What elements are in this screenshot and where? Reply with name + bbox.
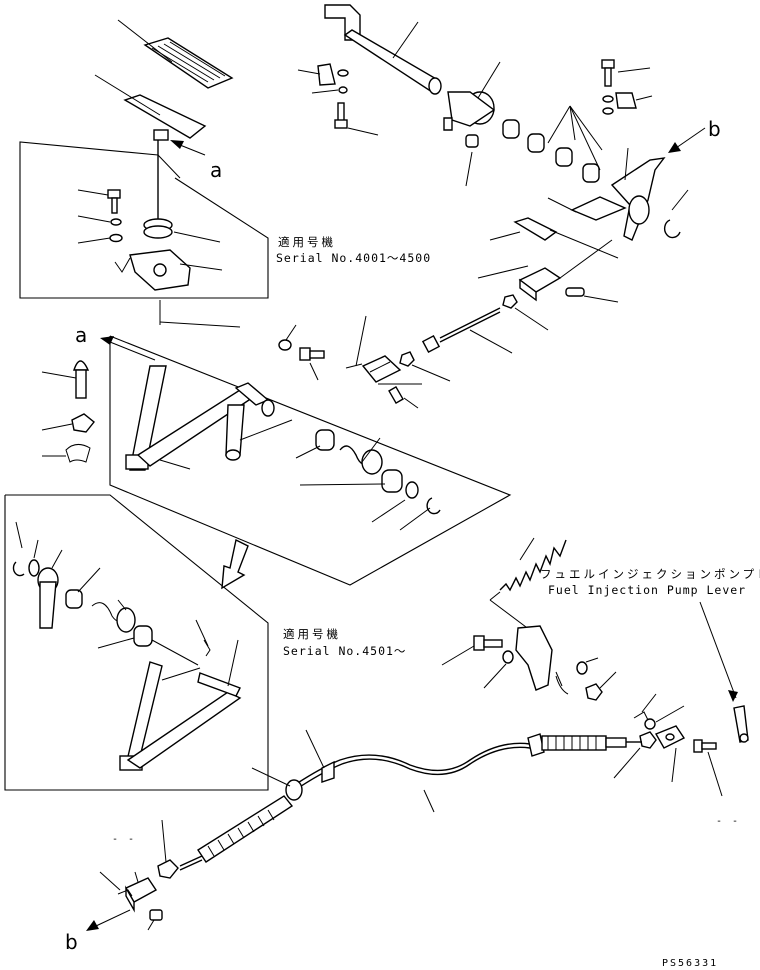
washer-mid <box>405 481 419 499</box>
bracket-plate-b <box>570 196 627 221</box>
washer-upper <box>337 69 349 77</box>
pedal-arm <box>125 365 275 471</box>
pin-clevis <box>565 287 585 297</box>
lock-washer-box1 <box>110 218 122 226</box>
link-plate <box>513 217 558 241</box>
serial-box-2-serial: Serial No.4501～ <box>283 644 406 658</box>
snap-ring-box2 <box>12 561 25 577</box>
cable-boot-left <box>179 779 303 871</box>
cotter-right <box>633 711 649 721</box>
clevis-bottom-left <box>125 877 158 913</box>
pedal-rubber-pad <box>143 37 234 89</box>
bushing-box2-3 <box>133 625 153 647</box>
dash-label-left: - - <box>112 834 136 845</box>
nut-stop <box>71 413 95 433</box>
bushing-4 <box>582 163 600 183</box>
cable-clamp <box>321 760 335 783</box>
pin-bottom-left <box>149 909 163 921</box>
pump-lever-end <box>733 705 749 743</box>
callout-a-top: a <box>210 158 222 182</box>
bolt-pedal <box>299 347 325 361</box>
bracket-stop <box>65 444 91 463</box>
nut-pump <box>585 683 603 701</box>
lever-boss <box>443 91 496 131</box>
nut-cable-left <box>157 859 179 879</box>
callout-a-mid: a <box>75 323 87 347</box>
cable-boot-right <box>527 733 642 757</box>
callout-b-right: b <box>708 117 721 141</box>
pedal-plate <box>123 94 207 141</box>
serial-box-1-frame <box>19 141 269 299</box>
washer-pedal <box>278 339 292 351</box>
spring-washer-upper <box>338 86 348 94</box>
pin-upper <box>465 134 479 148</box>
bushing-1 <box>502 119 520 139</box>
serial-box-2-frame <box>4 494 269 791</box>
pump-bracket-plate <box>515 625 553 691</box>
dash-label-right: - - <box>716 816 740 827</box>
bellcrank-lever <box>610 157 666 241</box>
clevis-upper <box>518 267 562 302</box>
bushing-box2-2 <box>116 607 136 633</box>
bolt-upper <box>334 102 348 129</box>
yoke-lower <box>361 355 402 383</box>
callout-b-bottom: b <box>65 930 78 954</box>
serial-box-1-title: 適用号機 <box>278 235 336 249</box>
washer-pump-bracket <box>502 650 514 664</box>
pump-lever-label-en: Fuel Injection Pump Lever <box>548 583 746 597</box>
bushing-3 <box>555 147 573 167</box>
bushing-2 <box>527 133 545 153</box>
nut-rod-1 <box>502 294 518 309</box>
nut-rod-2 <box>399 351 415 367</box>
callout-a-mid-arrow <box>100 336 156 361</box>
bushing-mid-3 <box>381 469 403 493</box>
pin-yoke <box>388 385 404 405</box>
bolt-box1 <box>107 189 121 214</box>
drawing-code: PS56331 <box>662 958 718 969</box>
floor-plate <box>129 249 191 291</box>
pedal-arm-box2 <box>119 661 242 771</box>
pedal-bracket-shaft <box>324 4 442 95</box>
cotter-bottom-left <box>117 889 133 897</box>
pump-lever-label-ja: フュエルインジェクションポンプレバ <box>540 567 760 581</box>
nut-right <box>639 731 657 749</box>
pedal-assembly-frame <box>109 335 512 586</box>
clevis-right <box>654 725 686 749</box>
bolt-right-clevis <box>693 739 717 753</box>
threaded-rod <box>421 307 501 354</box>
washer-box1 <box>109 233 123 243</box>
bushing-mid-1 <box>315 429 335 451</box>
down-arrow-box2 <box>221 538 249 590</box>
bolt-right-top <box>601 59 615 87</box>
bushing-box2-1 <box>65 589 83 609</box>
return-spring <box>489 539 567 601</box>
washer-box2 <box>28 559 40 577</box>
cotter-pin-box2 <box>203 639 211 657</box>
serial-box-1-serial: Serial No.4001～4500 <box>276 251 431 265</box>
snap-ring-mid <box>426 497 441 515</box>
plate-right-top <box>615 92 637 109</box>
serial-box-2-title: 適用号機 <box>283 627 341 641</box>
callout-b-right-arrow <box>668 127 706 153</box>
snap-ring-right <box>663 219 681 239</box>
stop-bolt <box>73 360 90 399</box>
callout-b-bottom-arrow <box>86 909 131 931</box>
lever-box2 <box>37 567 59 629</box>
boot-seal <box>143 218 173 239</box>
bushing-mid-2 <box>361 449 383 475</box>
washer-pump-1 <box>576 661 588 675</box>
bracket-plate-left <box>317 63 336 86</box>
bolt-pump-bracket <box>473 635 503 651</box>
washer-right <box>644 718 656 730</box>
callout-a-top-arrow <box>170 140 206 156</box>
